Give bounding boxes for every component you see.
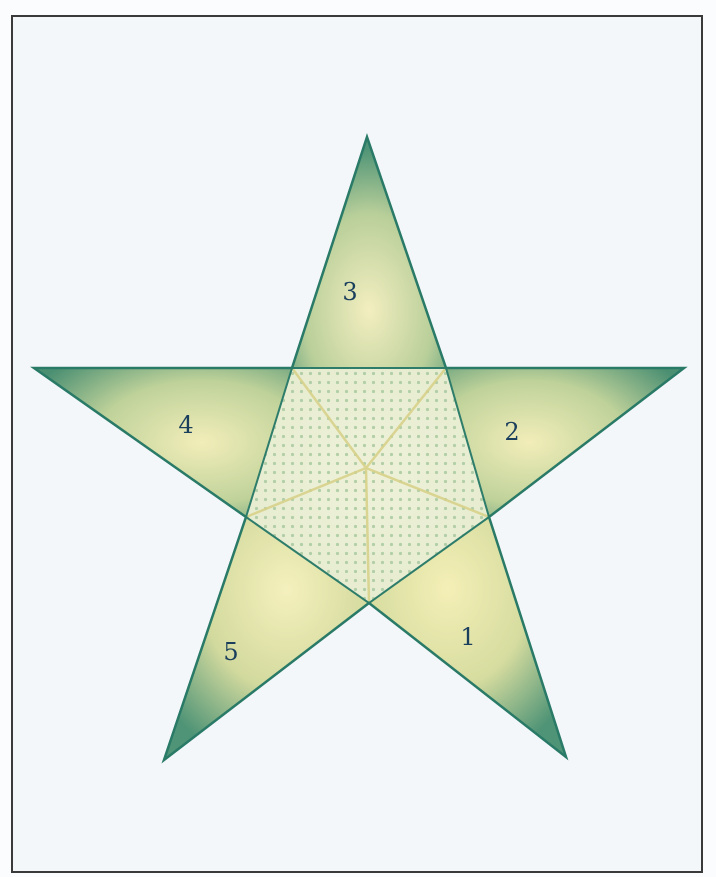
star-point-top (292, 137, 446, 368)
label-point-bottom-right: 1 (460, 623, 475, 651)
label-point-bottom-left: 5 (223, 638, 238, 666)
label-point-top: 3 (342, 278, 357, 306)
label-point-right: 2 (504, 418, 519, 446)
star-point-right (446, 368, 684, 517)
star-point-left (34, 368, 292, 517)
label-point-left: 4 (178, 411, 193, 439)
